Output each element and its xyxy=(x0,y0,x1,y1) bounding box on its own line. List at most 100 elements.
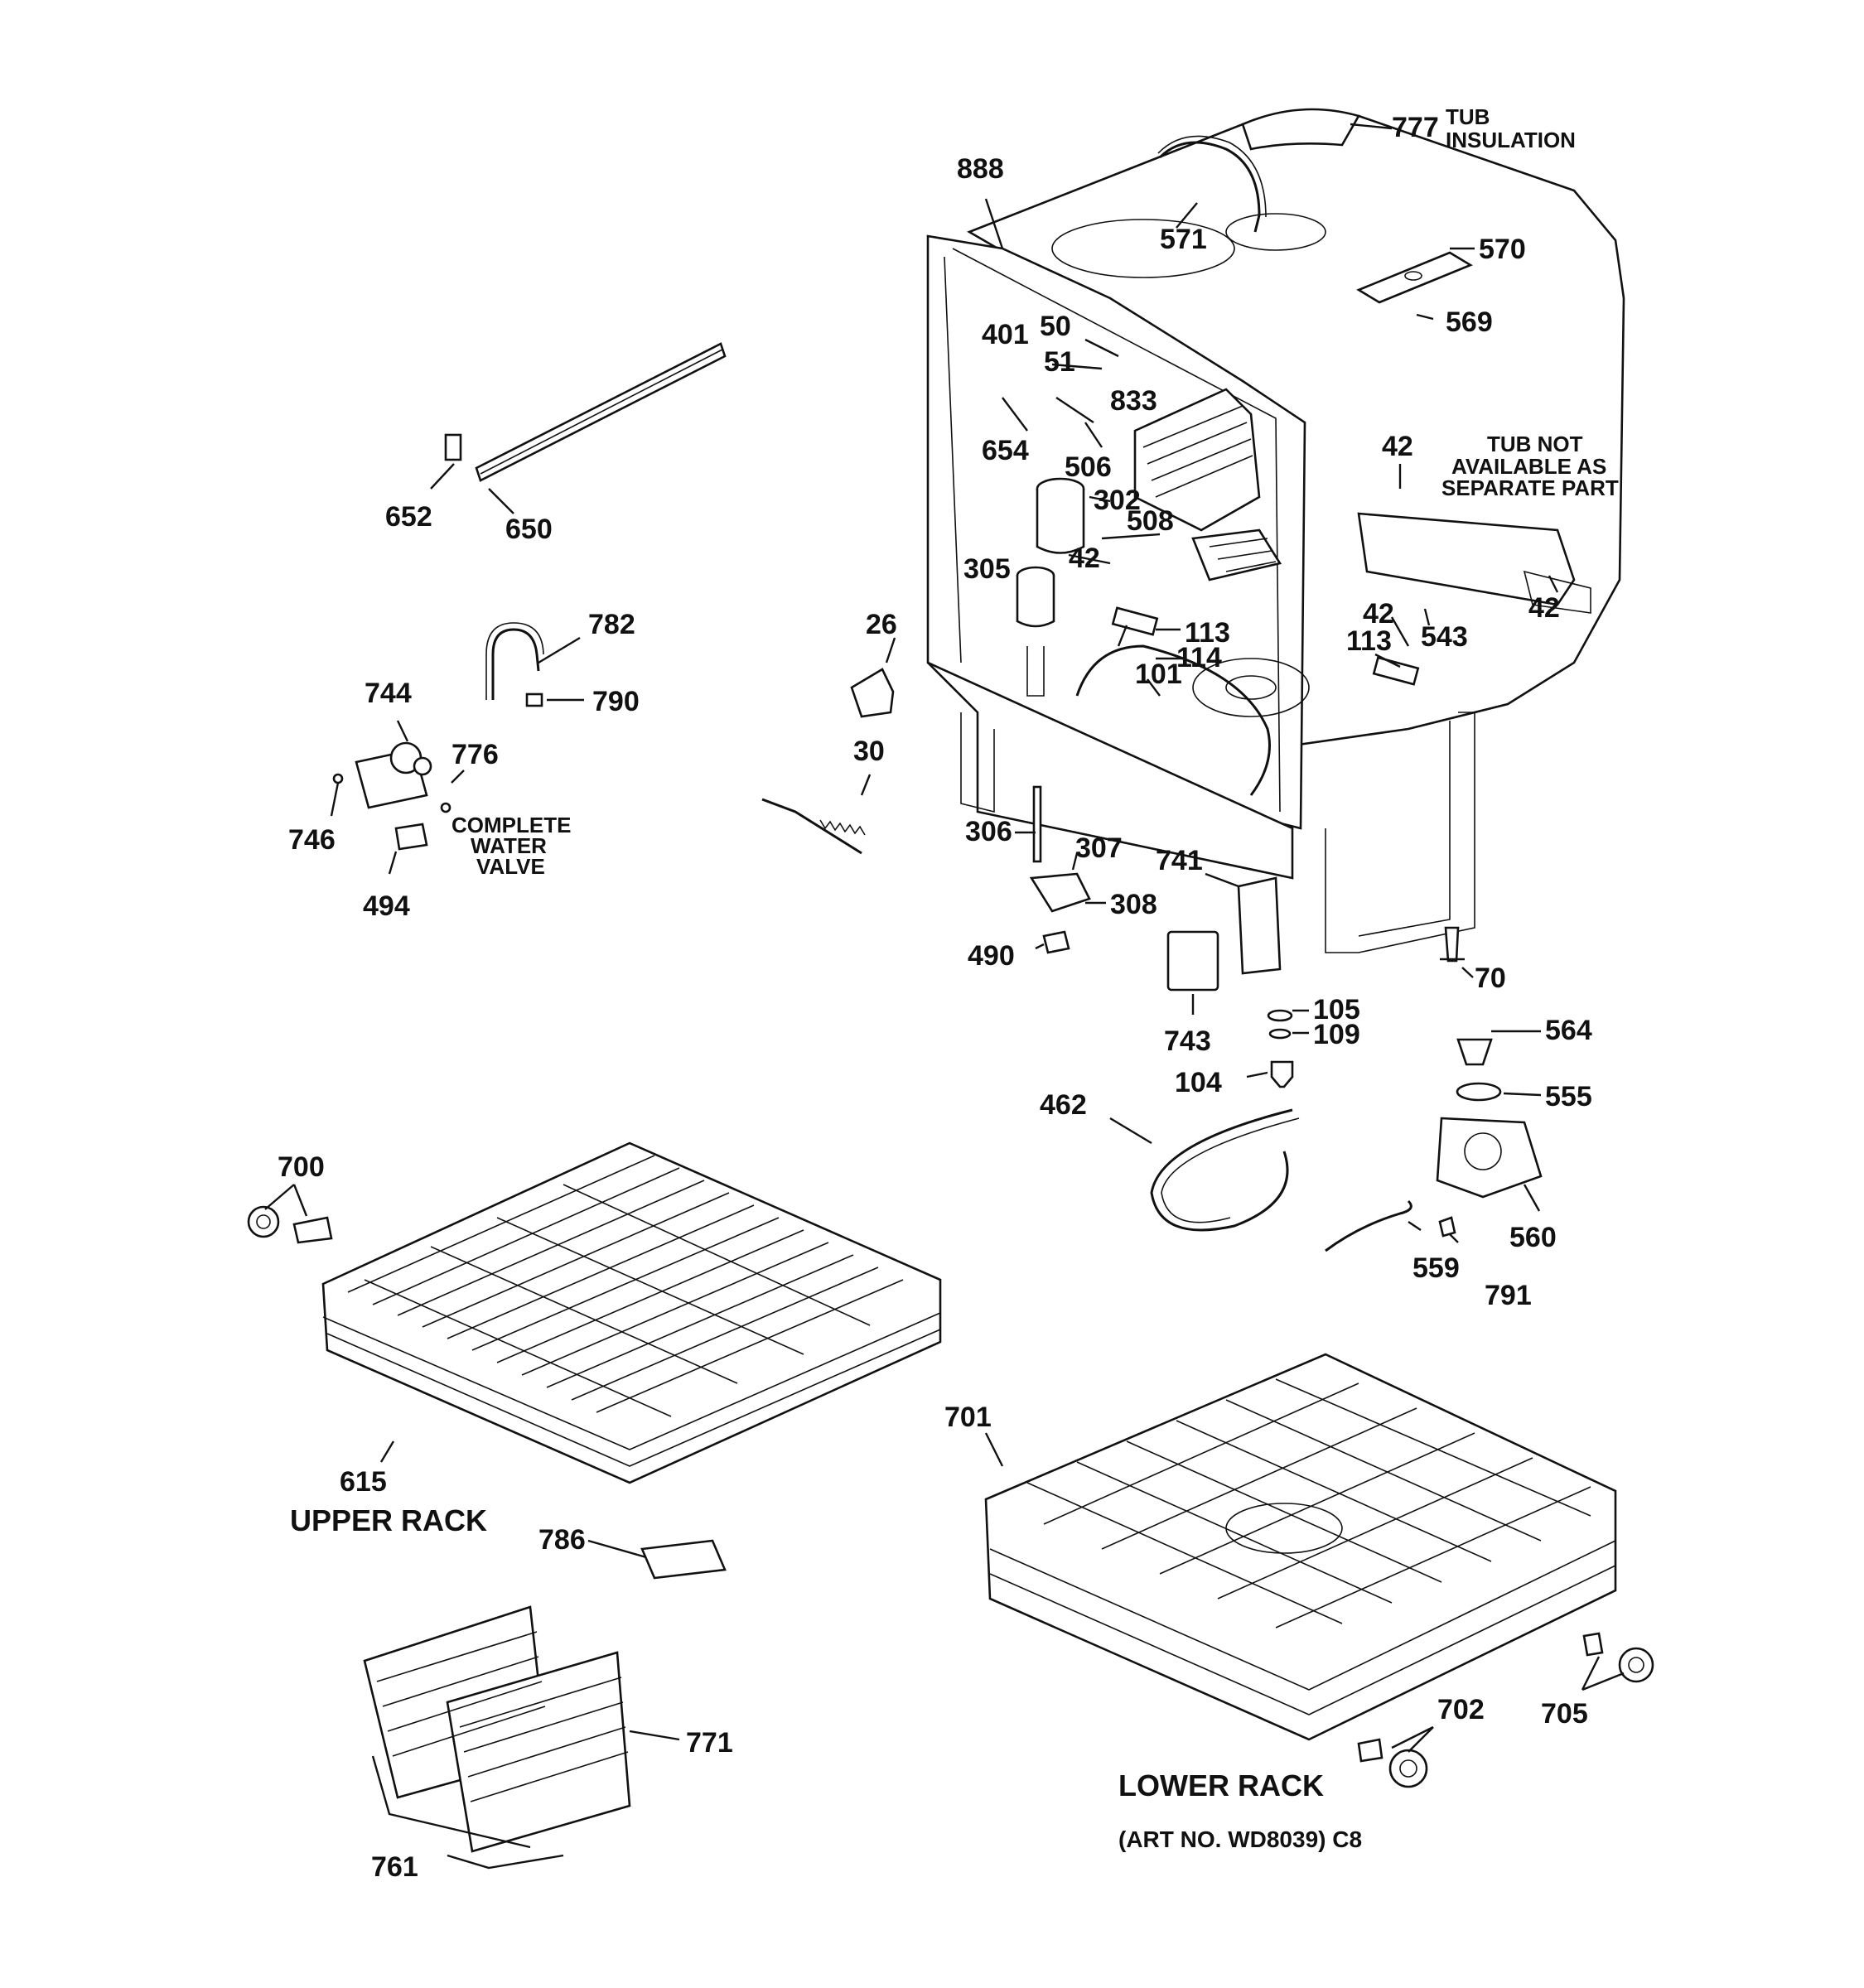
filter-508 xyxy=(1191,528,1282,581)
label-tub-note-2: AVAILABLE AS xyxy=(1451,454,1606,479)
label-tub-insulation-2: INSULATION xyxy=(1446,128,1576,152)
label-790: 790 xyxy=(592,686,640,717)
label-654: 654 xyxy=(982,435,1029,466)
label-42-d: 42 xyxy=(1363,598,1394,630)
hose-559 xyxy=(1325,1199,1412,1252)
switch-490 xyxy=(1042,930,1070,954)
label-valve-1: COMPLETE xyxy=(452,813,571,837)
label-42-c: 42 xyxy=(1528,592,1560,624)
label-tub-note-3: SEPARATE PART xyxy=(1441,475,1619,500)
label-valve-3: VALVE xyxy=(476,854,545,879)
tube-782 xyxy=(491,628,540,700)
module-743 xyxy=(1166,930,1219,992)
label-494: 494 xyxy=(363,890,410,922)
insulation-pad-top xyxy=(1241,108,1360,151)
spring-30 xyxy=(761,798,862,855)
label-702: 702 xyxy=(1437,1694,1485,1725)
clamp-790 xyxy=(525,692,543,707)
label-744: 744 xyxy=(365,678,412,709)
cover-786 xyxy=(640,1539,727,1580)
part-labels: 777 TUB INSULATION 888 571 570 569 50 40… xyxy=(278,104,1619,1883)
label-743: 743 xyxy=(1164,1025,1211,1057)
label-upper-rack: UPPER RACK xyxy=(290,1503,487,1537)
label-570: 570 xyxy=(1479,234,1526,265)
label-701: 701 xyxy=(944,1402,992,1433)
label-741: 741 xyxy=(1156,845,1203,876)
label-302: 302 xyxy=(1094,485,1141,516)
pump-cap-564 xyxy=(1456,1038,1493,1066)
label-746: 746 xyxy=(288,824,336,856)
label-art-number: (ART NO. WD8039) C8 xyxy=(1118,1826,1362,1852)
label-833: 833 xyxy=(1110,385,1157,417)
label-tub-note-1: TUB NOT xyxy=(1487,432,1583,456)
label-tub-insulation-1: TUB xyxy=(1446,104,1490,129)
label-650: 650 xyxy=(505,514,553,545)
rack-wheel-705 xyxy=(1618,1647,1654,1683)
label-307: 307 xyxy=(1075,832,1123,864)
label-50: 50 xyxy=(1040,311,1071,342)
label-771: 771 xyxy=(686,1727,733,1759)
o-ring-555 xyxy=(1456,1082,1502,1102)
tub-assembly xyxy=(926,108,1625,953)
door-hinge-parts xyxy=(761,668,1465,992)
label-615: 615 xyxy=(340,1466,387,1498)
label-569: 569 xyxy=(1446,306,1493,338)
label-30: 30 xyxy=(853,736,885,767)
label-104: 104 xyxy=(1175,1067,1222,1098)
label-761: 761 xyxy=(371,1851,418,1883)
label-42-b: 42 xyxy=(1382,431,1413,462)
label-543: 543 xyxy=(1421,621,1468,653)
label-113-b: 113 xyxy=(1346,625,1392,657)
heater-101 xyxy=(1075,644,1271,796)
label-652: 652 xyxy=(385,501,432,533)
label-lower-rack: LOWER RACK xyxy=(1118,1768,1324,1802)
drain-hose-462 xyxy=(1150,1108,1293,1232)
rail-stop-652 xyxy=(444,433,462,461)
manifold-543 xyxy=(1357,512,1576,606)
clamp-791 xyxy=(1438,1216,1456,1238)
label-42-a: 42 xyxy=(1069,543,1100,574)
label-26: 26 xyxy=(866,609,897,640)
label-782: 782 xyxy=(588,609,635,640)
switch-bracket-307 xyxy=(1029,872,1091,913)
label-306: 306 xyxy=(965,816,1012,847)
label-776: 776 xyxy=(452,739,499,770)
label-560: 560 xyxy=(1509,1222,1557,1253)
label-308: 308 xyxy=(1110,889,1157,920)
label-305: 305 xyxy=(963,553,1011,585)
label-571: 571 xyxy=(1160,224,1207,255)
label-462: 462 xyxy=(1040,1089,1087,1121)
label-555: 555 xyxy=(1545,1081,1592,1112)
connector-494 xyxy=(394,823,428,851)
upper-rack xyxy=(247,1141,942,1484)
label-791: 791 xyxy=(1485,1280,1532,1311)
pump-560 xyxy=(1436,1117,1543,1199)
label-786: 786 xyxy=(538,1524,586,1556)
bracket-741 xyxy=(1237,876,1282,975)
label-101: 101 xyxy=(1135,659,1182,690)
label-559: 559 xyxy=(1412,1252,1460,1284)
label-70: 70 xyxy=(1475,963,1506,994)
label-700: 700 xyxy=(278,1151,325,1183)
label-valve-2: WATER xyxy=(471,833,547,858)
label-777: 777 xyxy=(1392,112,1439,143)
vent-hose-571 xyxy=(1158,141,1261,233)
label-114: 114 xyxy=(1176,642,1222,673)
label-109: 109 xyxy=(1313,1019,1360,1050)
rack-wheel-700 xyxy=(247,1205,280,1238)
label-508: 508 xyxy=(1127,505,1174,537)
lower-rack-frame xyxy=(984,1353,1617,1741)
label-490: 490 xyxy=(968,940,1015,972)
water-valve-assembly xyxy=(332,622,544,851)
label-705: 705 xyxy=(1541,1698,1588,1730)
rack-wheel-702 xyxy=(1388,1749,1428,1788)
label-888: 888 xyxy=(957,153,1004,185)
silverware-basket xyxy=(363,1539,727,1853)
upper-rack-frame xyxy=(321,1141,942,1484)
label-401: 401 xyxy=(982,319,1029,350)
leg-70 xyxy=(1440,926,1465,963)
pump-and-hose-parts xyxy=(1150,1009,1543,1252)
label-113-a: 113 xyxy=(1185,617,1230,649)
vent-housing-833 xyxy=(1133,388,1261,532)
